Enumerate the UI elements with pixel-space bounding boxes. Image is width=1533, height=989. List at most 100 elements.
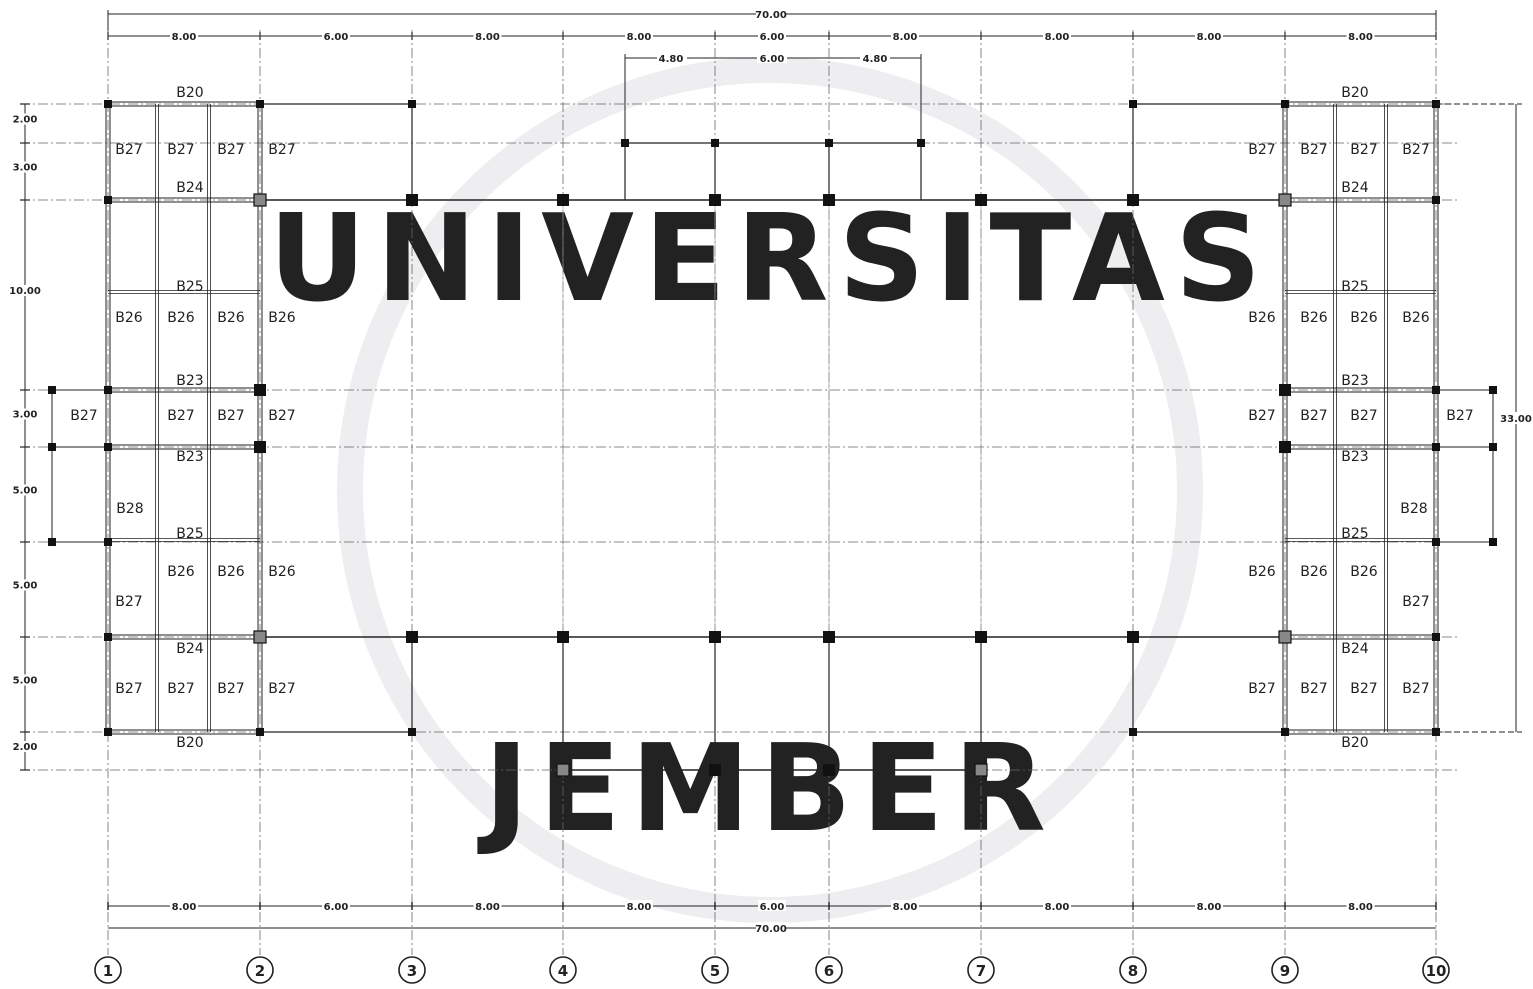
beam-label-b27: B27 (1402, 681, 1429, 697)
grid-bubble-4 (549, 956, 577, 984)
beam-label-b27: B27 (1248, 142, 1275, 158)
beam-label-b27: B27 (115, 594, 142, 610)
beam-label-b24: B24 (1341, 180, 1369, 196)
dimension-label-bg (1043, 30, 1071, 41)
dimension-label-bg (758, 30, 786, 41)
dimension-label: 8.00 (1197, 32, 1222, 43)
beam-label-b26: B26 (217, 310, 245, 326)
beam-label-b27: B27 (1350, 408, 1377, 424)
dimension-label-bg (322, 900, 350, 911)
university-watermark: UNIVERSITAS JEMBER (269, 57, 1272, 923)
beam-label-b27: B27 (70, 408, 97, 424)
beam-label-b27: B27 (217, 408, 244, 424)
column (1281, 728, 1289, 736)
row-dimension-label: 10.00 (9, 286, 41, 297)
beam-label-b26: B26 (1248, 564, 1276, 580)
dimension-label-bg (10, 579, 40, 591)
beam-label-b27: B27 (167, 408, 194, 424)
column (104, 633, 112, 641)
beam-label-b28: B28 (116, 501, 143, 517)
structural-beams (51, 101, 1494, 771)
watermark-bottom-text: JEMBER (477, 720, 1056, 859)
dimension-label: 8.00 (475, 32, 500, 43)
dimension-label-bg (10, 408, 40, 420)
beam-label-b26: B26 (268, 310, 296, 326)
column (1489, 538, 1497, 546)
column (1129, 728, 1137, 736)
beam-label-b27: B27 (167, 681, 194, 697)
column (254, 441, 266, 453)
column (974, 763, 988, 777)
beam-label-b27: B27 (217, 681, 244, 697)
column (1278, 193, 1292, 207)
dimension-label: 8.00 (172, 32, 197, 43)
grid-bubble-label: 2 (255, 962, 265, 980)
beam-label-b26: B26 (1248, 310, 1276, 326)
column (1489, 443, 1497, 451)
dimension-label-bg (891, 30, 919, 41)
dimension-label-bg (10, 285, 40, 296)
column (1281, 100, 1289, 108)
column (254, 384, 266, 396)
column (1432, 633, 1440, 641)
beam-label-b26: B26 (1350, 310, 1378, 326)
column (48, 386, 56, 394)
grid-bubble-9 (1271, 956, 1299, 984)
dimension-label: 8.00 (1348, 32, 1373, 43)
column (408, 100, 416, 108)
dimension-label-bg (10, 113, 40, 125)
column (104, 100, 112, 108)
beam-label-b27: B27 (167, 142, 194, 158)
grid-bubble-label: 7 (976, 962, 986, 980)
beam-label-b27: B27 (268, 408, 295, 424)
beam-label-b23: B23 (1341, 373, 1368, 389)
beam-label-b27: B27 (1248, 408, 1275, 424)
column (408, 728, 416, 736)
column (1432, 443, 1440, 451)
beam-label-b23: B23 (176, 373, 203, 389)
dimension-label-bg (1346, 30, 1375, 41)
column (104, 538, 112, 546)
column (104, 443, 112, 451)
dimension-label-bg (1195, 30, 1223, 41)
beam-label-b26: B26 (167, 310, 195, 326)
grid-bubble-label: 8 (1128, 962, 1138, 980)
beam-label-b27: B27 (1248, 681, 1275, 697)
watermark-top-text: UNIVERSITAS (269, 190, 1272, 329)
dimension-label: 8.00 (893, 32, 918, 43)
grid-bubble-2 (246, 956, 274, 984)
column (1127, 631, 1139, 643)
column (1129, 100, 1137, 108)
beam-label-b26: B26 (167, 564, 195, 580)
row-dimension-label: 3.00 (13, 163, 38, 174)
dimension-label: 8.00 (893, 902, 918, 913)
column (557, 194, 569, 206)
column (917, 139, 925, 147)
column (406, 631, 418, 643)
column (104, 728, 112, 736)
right-overall-dimension: 33.00 (1436, 103, 1532, 733)
column (256, 728, 264, 736)
dimension-label-bg (1195, 900, 1223, 911)
grid-bubble-3 (398, 956, 426, 984)
dimension-label-bg (170, 900, 198, 911)
column (709, 764, 721, 776)
column (48, 538, 56, 546)
beam-label-b27: B27 (1446, 408, 1473, 424)
beam-label-b23: B23 (1341, 449, 1368, 465)
beam-label-b27: B27 (1350, 681, 1377, 697)
grid-bubble-10 (1422, 956, 1450, 984)
dimension-label: 8.00 (627, 902, 652, 913)
right-overall-dimension-label: 33.00 (1500, 414, 1532, 425)
column (1279, 441, 1291, 453)
dimension-label-bg (625, 900, 653, 911)
column (253, 193, 267, 207)
dimension-label-bg (10, 161, 40, 173)
beam-label-b26: B26 (268, 564, 296, 580)
column (1432, 386, 1440, 394)
dimension-label-bg (10, 741, 40, 752)
